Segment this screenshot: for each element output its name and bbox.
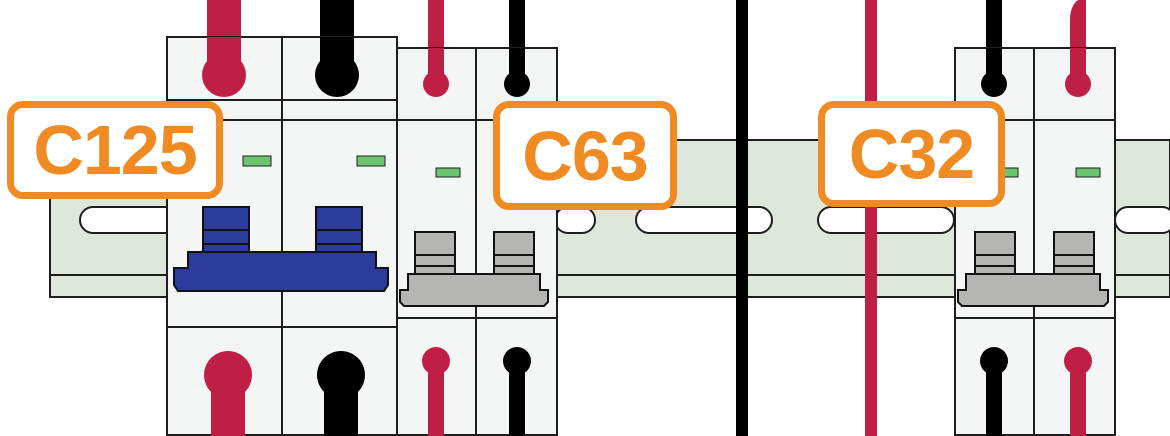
- rail-slot: [1114, 206, 1170, 234]
- rating-label-c63: C63: [493, 101, 677, 210]
- rating-label-c32: C32: [818, 101, 1005, 207]
- breaker-handle[interactable]: [957, 231, 1109, 307]
- rating-label-c125: C125: [7, 101, 223, 199]
- terminal-live: [423, 71, 449, 97]
- breaker-handle[interactable]: [399, 231, 549, 307]
- status-indicator: [1075, 167, 1101, 178]
- status-indicator: [242, 155, 272, 167]
- rail-slot: [817, 206, 955, 234]
- rail-slot: [554, 206, 596, 234]
- breaker-c125: [166, 0, 398, 436]
- rail-slot: [635, 206, 773, 234]
- terminal-neutral: [504, 71, 530, 97]
- terminal-neutral: [981, 71, 1007, 97]
- terminal-live: [1065, 71, 1091, 97]
- breaker-c32: [954, 0, 1116, 436]
- breaker-handle[interactable]: [173, 206, 389, 292]
- terminal-live: [202, 53, 246, 97]
- terminal-neutral: [315, 53, 359, 97]
- status-indicator: [356, 155, 386, 167]
- status-indicator: [435, 167, 461, 178]
- breaker-c63: [396, 0, 558, 436]
